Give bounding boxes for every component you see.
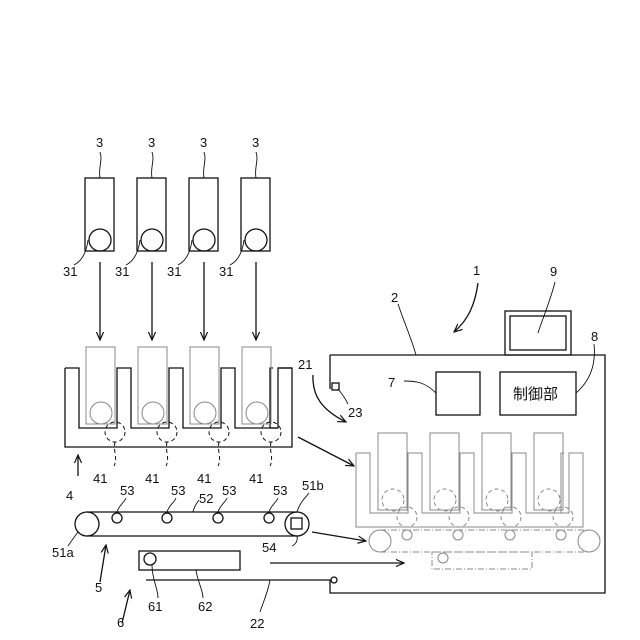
belt-roller-label: 53 <box>273 483 287 498</box>
tray-slot-label: 41 <box>145 471 159 486</box>
unit-7: 7 <box>388 372 480 415</box>
stage-roller-label: 61 <box>148 599 162 614</box>
rail-label: 22 <box>250 616 264 631</box>
cassette-2: 3 31 <box>115 135 166 279</box>
display: 9 <box>505 264 571 355</box>
tray-slot-label: 41 <box>93 471 107 486</box>
cassette-1: 3 31 <box>63 135 114 279</box>
stage: 61 62 6 <box>117 551 240 630</box>
belt-roller-label: 53 <box>222 483 236 498</box>
housing: 23 2 21 <box>298 290 605 593</box>
display-label: 9 <box>550 264 557 279</box>
device-internals <box>356 433 600 569</box>
cassette-3: 3 31 <box>167 135 218 279</box>
tray-label: 4 <box>66 488 73 503</box>
cassette-label: 3 <box>96 135 103 150</box>
cassette-roller-label: 31 <box>167 264 181 279</box>
cassette-4: 3 31 <box>219 135 270 279</box>
drive-roller-left-label: 51a <box>52 545 74 560</box>
device-pointer: 1 <box>454 263 480 332</box>
unit7-label: 7 <box>388 375 395 390</box>
control-unit-text: 制御部 <box>513 386 558 403</box>
housing-label: 2 <box>391 290 398 305</box>
belt-roller-label: 53 <box>120 483 134 498</box>
cassette-label: 3 <box>200 135 207 150</box>
housing-corner-label: 21 <box>298 357 312 372</box>
rail: 22 <box>146 577 337 631</box>
tray-slot-label: 41 <box>197 471 211 486</box>
cassettes-top: 3 31 3 31 3 31 3 31 <box>63 135 270 279</box>
cassette-label: 3 <box>148 135 155 150</box>
control-unit: 制御部 8 <box>500 329 598 415</box>
cassette-roller-label: 31 <box>63 264 77 279</box>
drive-roller-right-label: 51b <box>302 478 324 493</box>
sensor54-label: 54 <box>262 540 276 555</box>
conveyor: 53 53 53 53 52 51b 51a 54 5 <box>52 478 324 595</box>
stage-label: 6 <box>117 615 124 630</box>
belt-label: 52 <box>199 491 213 506</box>
belt-roller-label: 53 <box>171 483 185 498</box>
control-unit-label: 8 <box>591 329 598 344</box>
tray: 41 41 41 41 4 <box>65 347 292 503</box>
cassette-roller-label: 31 <box>219 264 233 279</box>
conveyor-label: 5 <box>95 580 102 595</box>
stage-plate-label: 62 <box>198 599 212 614</box>
device-label: 1 <box>473 263 480 278</box>
sensor-23 <box>332 383 339 390</box>
cassette-roller-label: 31 <box>115 264 129 279</box>
cassette-label: 3 <box>252 135 259 150</box>
tray-slot-label: 41 <box>249 471 263 486</box>
sensor-label: 23 <box>348 405 362 420</box>
